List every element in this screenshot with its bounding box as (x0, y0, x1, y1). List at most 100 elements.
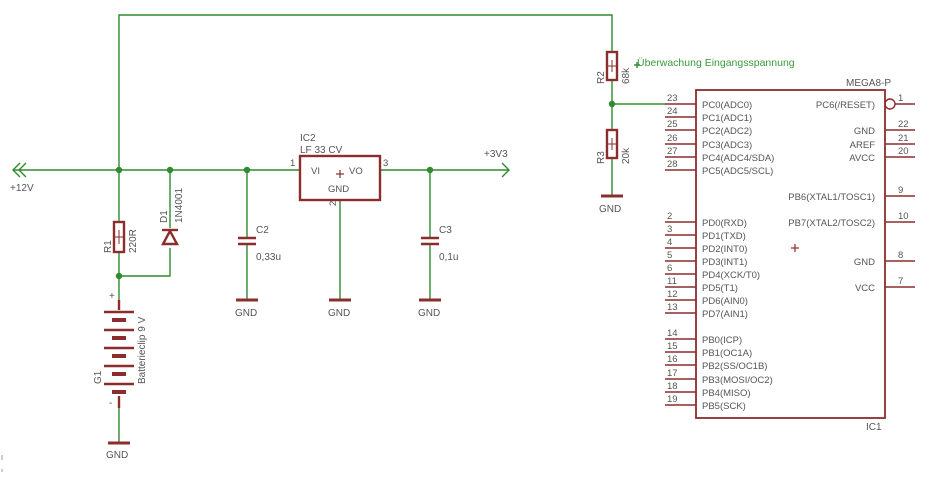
pin-number: 1 (898, 93, 903, 104)
ic2-pin-gnd: GND (328, 184, 349, 195)
monitor-note: Überwachung Eingangsspannung (637, 57, 795, 69)
pin-label: PD2(INT0) (702, 244, 747, 255)
note-anchor-cross (634, 62, 640, 68)
resistor-r3: R3 20k (596, 128, 632, 164)
gnd-label: GND (106, 450, 128, 461)
pin-label: PB0(ICP) (702, 335, 742, 346)
pin-label: PC1(ADC1) (702, 113, 752, 124)
pin-label: PD1(TXD) (702, 231, 746, 242)
pin-number: 12 (667, 289, 678, 300)
pin-label: PC3(ADC3) (702, 140, 752, 151)
pin-label: GND (854, 257, 875, 268)
pin-label: PC2(ADC2) (702, 126, 752, 137)
pin-label: PD4(XCK/T0) (702, 270, 760, 281)
pin-number: 24 (667, 106, 678, 117)
g1-name: G1 (93, 370, 104, 384)
pin-label: GND (854, 126, 875, 137)
pin-number: 14 (667, 328, 678, 339)
pin-label: PC4(ADC4/SDA) (702, 153, 774, 164)
pin-label: PC0(ADC0) (702, 100, 752, 111)
gnd-label: GND (328, 308, 350, 319)
pin-label: AREF (850, 140, 876, 151)
pin-label: PB5(SCK) (702, 401, 746, 412)
pin-label: PD5(T1) (702, 283, 738, 294)
r2-name: R2 (596, 71, 607, 84)
junction-dot (426, 166, 434, 174)
pin-number: 3 (667, 224, 672, 235)
junction-dot (115, 272, 123, 280)
pin-number: 26 (667, 133, 678, 144)
junction-dot (115, 166, 123, 174)
c3-value: 0,1u (439, 252, 458, 263)
gnd-symbol: GND (328, 298, 351, 319)
ic1-value: MEGA8-P (846, 78, 891, 89)
pin-number: 27 (667, 146, 678, 157)
pin-label: PD0(RXD) (702, 218, 747, 229)
pin-label: AVCC (849, 153, 875, 164)
pin-label: PB1(OC1A) (702, 348, 752, 359)
pin-number: 9 (898, 185, 903, 196)
c2-name: C2 (256, 225, 269, 236)
junction-dot (243, 166, 251, 174)
gnd-symbol: GND (599, 194, 623, 215)
pin-number: 25 (667, 119, 678, 130)
supply-3v3-symbol: +3V3 (484, 149, 510, 178)
pin-number: 23 (667, 93, 678, 104)
wires (14, 14, 665, 443)
ic2-pin3-num: 3 (383, 158, 388, 169)
pin-label: PD3(INT1) (702, 257, 747, 268)
pin-number: 22 (898, 119, 909, 130)
ic2-name: IC2 (300, 133, 316, 144)
pin-number: 4 (667, 237, 672, 248)
capacitor-c3: C3 0,1u (421, 225, 458, 263)
pin-number: 19 (667, 394, 678, 405)
pin-number: 17 (667, 368, 678, 379)
resistor-r2: R2 68k (596, 50, 632, 84)
pin-label: PB6(XTAL1/TOSC1) (788, 192, 875, 203)
pin-number: 11 (667, 276, 677, 287)
ic2-pin1-num: 1 (290, 158, 295, 169)
pin-label: PB4(MISO) (702, 388, 751, 399)
pin-number: 13 (667, 302, 678, 313)
gnd-label: GND (235, 308, 257, 319)
pin-number: 18 (667, 381, 678, 392)
d1-name: D1 (159, 210, 170, 223)
pin-label: PC5(ADC5/SCL) (702, 166, 773, 177)
pin-number: 15 (667, 341, 678, 352)
pin-label: VCC (855, 283, 875, 294)
pin-label: PD6(AIN0) (702, 296, 748, 307)
pin-number: 20 (898, 146, 909, 157)
microcontroller-ic1: MEGA8-P IC1 23PC0(ADC0)24PC1(ADC1)25PC2(… (665, 78, 915, 433)
pin-number: 5 (667, 250, 672, 261)
pin-number: 28 (667, 159, 678, 170)
pin-label: PC6(/RESET) (816, 100, 875, 111)
r2-value: 68k (621, 67, 632, 84)
ic2-pin2-num: 2 (328, 201, 339, 206)
gnd-symbol: GND (235, 298, 258, 319)
pin-label: PB2(SS/OC1B) (702, 361, 767, 372)
pin-label: PB7(XTAL2/TOSC2) (788, 218, 875, 229)
supply-12v-label: +12V (10, 183, 34, 194)
gnd-label: GND (418, 308, 440, 319)
pin-number: 21 (898, 133, 909, 144)
gnd-symbol: GND (106, 441, 130, 461)
junction-dot (166, 166, 174, 174)
g1-minus-mark: - (109, 398, 112, 409)
r1-value: 220R (128, 229, 139, 253)
pin-number: 10 (898, 211, 909, 222)
